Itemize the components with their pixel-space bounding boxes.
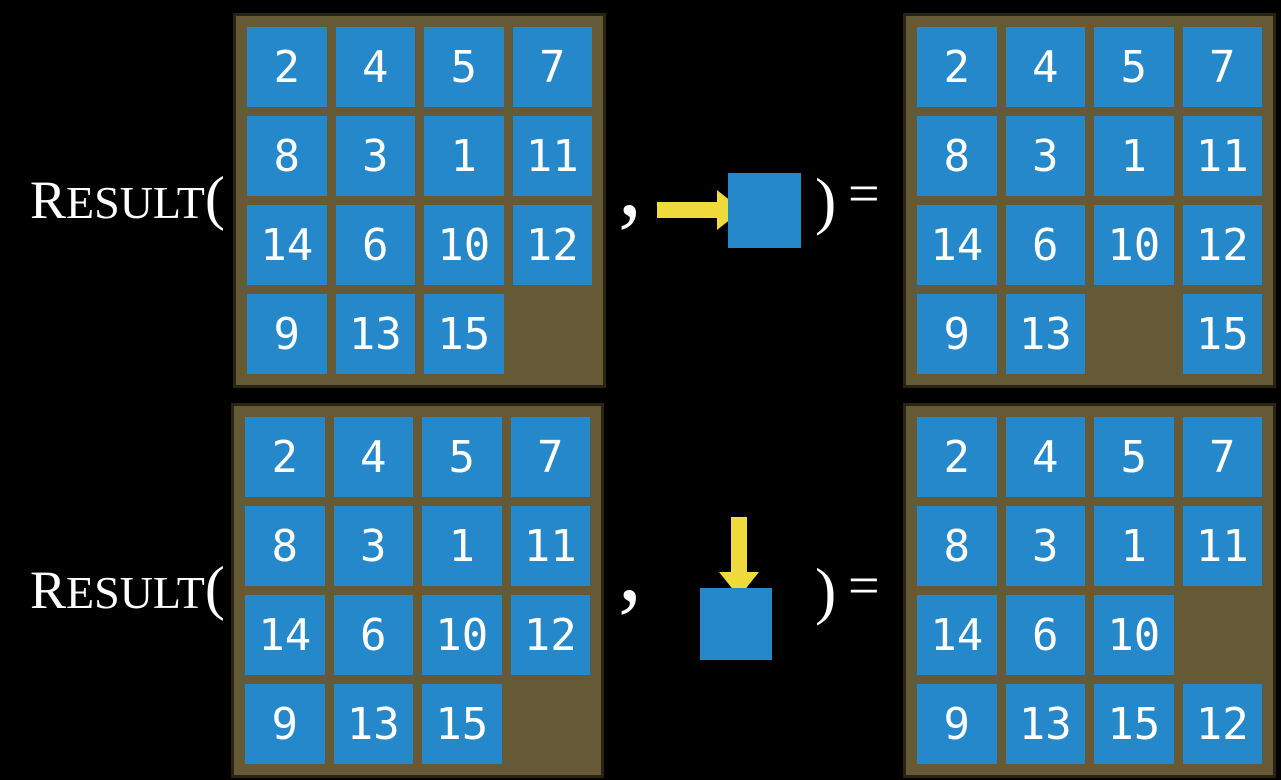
puzzle-tile: 4 bbox=[333, 417, 413, 497]
puzzle-tile: 13 bbox=[333, 684, 413, 764]
puzzle-tile: 11 bbox=[510, 506, 590, 586]
puzzle-tile: 15 bbox=[1182, 294, 1262, 374]
puzzle-tile: 6 bbox=[335, 205, 415, 285]
result-function-label: RESULT( bbox=[30, 168, 225, 228]
equals-sign: = bbox=[848, 555, 880, 617]
moving-tile-down bbox=[700, 588, 772, 660]
puzzle-tile: 8 bbox=[917, 116, 997, 196]
result-label-rest: ESULT bbox=[66, 177, 205, 228]
puzzle-tile: 9 bbox=[247, 294, 327, 374]
equals-sign: = bbox=[848, 163, 880, 225]
moving-tile-right bbox=[728, 173, 801, 248]
puzzle-tile: 6 bbox=[333, 595, 413, 675]
puzzle-tile: 9 bbox=[245, 684, 325, 764]
puzzle-tile: 10 bbox=[424, 205, 504, 285]
puzzle-tile: 8 bbox=[917, 506, 997, 586]
puzzle-tile: 6 bbox=[1005, 595, 1085, 675]
blank-cell bbox=[511, 684, 591, 764]
puzzle-tile: 5 bbox=[1094, 417, 1174, 497]
puzzle-tile: 3 bbox=[1005, 506, 1085, 586]
puzzle-tile: 2 bbox=[245, 417, 325, 497]
puzzle-tile: 7 bbox=[1182, 27, 1262, 107]
puzzle-tile: 3 bbox=[333, 506, 413, 586]
puzzle-tile: 11 bbox=[1182, 506, 1262, 586]
puzzle-tile: 14 bbox=[917, 205, 997, 285]
blank-cell bbox=[1183, 595, 1263, 675]
puzzle-tile: 2 bbox=[247, 27, 327, 107]
puzzle-tile: 12 bbox=[510, 595, 590, 675]
result-label-rest: ESULT bbox=[66, 567, 205, 618]
puzzle-tile: 10 bbox=[1094, 205, 1174, 285]
puzzle-tile: 14 bbox=[247, 205, 327, 285]
puzzle-tile: 12 bbox=[512, 205, 592, 285]
puzzle-tile: 15 bbox=[1094, 684, 1174, 764]
puzzle-tile: 1 bbox=[422, 506, 502, 586]
puzzle-tile: 10 bbox=[422, 595, 502, 675]
puzzle-tile: 8 bbox=[247, 116, 327, 196]
close-paren: ) bbox=[815, 555, 837, 626]
blank-cell bbox=[1094, 294, 1174, 374]
puzzle-tile: 9 bbox=[917, 684, 997, 764]
puzzle-tile: 1 bbox=[1094, 116, 1174, 196]
puzzle-tile: 13 bbox=[1005, 294, 1085, 374]
puzzle-tile: 4 bbox=[335, 27, 415, 107]
puzzle-tile: 8 bbox=[245, 506, 325, 586]
puzzle-tile: 3 bbox=[335, 116, 415, 196]
puzzle-tile: 6 bbox=[1005, 205, 1085, 285]
result-function-label: RESULT( bbox=[30, 558, 225, 618]
puzzle-tile: 7 bbox=[512, 27, 592, 107]
puzzle-tile: 4 bbox=[1005, 27, 1085, 107]
puzzle-tile: 14 bbox=[245, 595, 325, 675]
puzzle-tile: 11 bbox=[512, 116, 592, 196]
move-right-arrow-icon bbox=[657, 190, 742, 230]
puzzle-tile: 5 bbox=[1094, 27, 1174, 107]
puzzle-tile: 1 bbox=[424, 116, 504, 196]
puzzle-tile: 13 bbox=[335, 294, 415, 374]
puzzle-tile: 2 bbox=[917, 27, 997, 107]
puzzle-tile: 13 bbox=[1005, 684, 1085, 764]
puzzle-tile: 1 bbox=[1094, 506, 1174, 586]
puzzle-tile: 4 bbox=[1005, 417, 1085, 497]
open-paren: ( bbox=[204, 555, 225, 621]
result-label-initial: R bbox=[30, 560, 67, 620]
puzzle-tile: 5 bbox=[424, 27, 504, 107]
puzzle-tile: 14 bbox=[917, 595, 997, 675]
puzzle-tile: 10 bbox=[1094, 595, 1174, 675]
puzzle-tile: 15 bbox=[422, 684, 502, 764]
puzzle-tile: 3 bbox=[1005, 116, 1085, 196]
move-down-arrow-icon bbox=[719, 517, 759, 597]
puzzle-tile: 15 bbox=[424, 294, 504, 374]
puzzle-tile: 12 bbox=[1182, 684, 1262, 764]
open-paren: ( bbox=[204, 165, 225, 231]
puzzle-tile: 7 bbox=[1182, 417, 1262, 497]
result-label-initial: R bbox=[30, 170, 67, 230]
close-paren: ) bbox=[815, 165, 837, 236]
puzzle-tile: 7 bbox=[510, 417, 590, 497]
puzzle-tile: 12 bbox=[1182, 205, 1262, 285]
puzzle-tile: 2 bbox=[917, 417, 997, 497]
puzzle-tile: 9 bbox=[917, 294, 997, 374]
blank-cell bbox=[513, 294, 593, 374]
puzzle-tile: 5 bbox=[422, 417, 502, 497]
puzzle-tile: 11 bbox=[1182, 116, 1262, 196]
